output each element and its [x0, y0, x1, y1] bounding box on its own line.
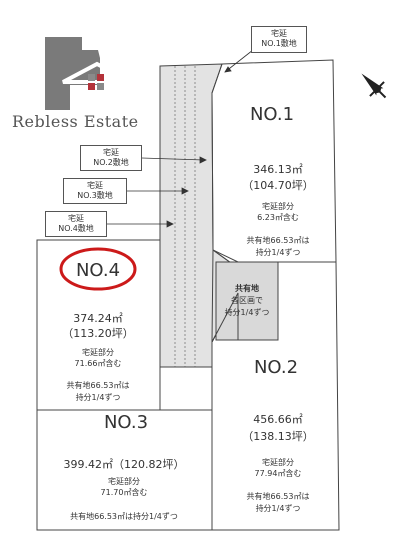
callout-arrows	[107, 49, 254, 228]
lot-no1-boundary	[211, 59, 337, 263]
callout-no2-line2: NO.2敷地	[93, 158, 129, 167]
common-land-line1: 各区画で	[231, 295, 263, 305]
lot-no3-label: NO.3	[104, 412, 148, 433]
lot-no3-road-part: 宅延部分	[108, 476, 140, 486]
callout-no4-line1: 宅延	[68, 214, 84, 223]
callout-no4: 宅延 NO.4敷地	[45, 211, 107, 237]
lot-no2-area-sqm: 456.66㎡	[253, 413, 303, 426]
lot-no3-shared-line: 共有地66.53㎡は持分1/4ずつ	[70, 511, 178, 521]
callout-no3: 宅延 NO.3敷地	[63, 178, 127, 204]
common-land-line2: 持分1/4ずつ	[225, 307, 270, 317]
lot-no1-road-part: 宅延部分	[262, 201, 294, 211]
lot-no3-area-line: 399.42㎡（120.82坪）	[64, 458, 185, 471]
lot-no1-share: 持分1/4ずつ	[256, 247, 301, 257]
lot-no1-shared: 共有地66.53㎡は	[247, 235, 310, 245]
lot-no1-area-sqm: 346.13㎡	[253, 163, 303, 176]
lot-no4-area-tsubo: （113.20坪）	[62, 327, 134, 340]
lot-no4-shared: 共有地66.53㎡は	[67, 380, 130, 390]
callout-no1: 宅延 NO.1敷地	[251, 26, 307, 53]
lot-no4-highlight-ring	[59, 247, 137, 291]
callout-no1-line1: 宅延	[271, 29, 287, 38]
lot-no4-label: NO.4	[76, 260, 120, 281]
callout-no2-line1: 宅延	[103, 148, 119, 157]
callout-no4-line2: NO.4敷地	[58, 224, 94, 233]
lot-no3-boundary	[36, 409, 213, 531]
callout-no3-line2: NO.3敷地	[77, 191, 113, 200]
lot-no2-shared: 共有地66.53㎡は	[247, 491, 310, 501]
brand-name: Rebless Estate	[12, 112, 139, 131]
lot-no4-share: 持分1/4ずつ	[76, 392, 121, 402]
north-arrow-icon	[361, 73, 387, 99]
callout-no2: 宅延 NO.2敷地	[80, 145, 142, 171]
lot-no2-area-tsubo: （138.13坪）	[242, 430, 314, 443]
lot-no2-label: NO.2	[254, 357, 298, 378]
callout-no3-line1: 宅延	[87, 181, 103, 190]
lot-no4-area-sqm: 374.24㎡	[73, 312, 123, 325]
lot-no1-road-area: 6.23㎡含む	[257, 212, 299, 222]
common-land-title: 共有地	[235, 283, 259, 293]
lot-no2-boundary	[211, 261, 340, 531]
lot-no1-area-tsubo: （104.70坪）	[242, 179, 314, 192]
house-logo	[45, 37, 133, 110]
lot-no3-road-area: 71.70㎡含む	[101, 487, 148, 497]
lot-no4-road-area: 71.66㎡含む	[75, 358, 122, 368]
lot-no2-road-area: 77.94㎡含む	[255, 468, 302, 478]
callout-no1-line2: NO.1敷地	[261, 39, 297, 48]
lot-no4-road-part: 宅延部分	[82, 347, 114, 357]
lot-no1-label: NO.1	[250, 104, 294, 125]
lot-no2-share: 持分1/4ずつ	[256, 503, 301, 513]
lot-no2-road-part: 宅延部分	[262, 457, 294, 467]
